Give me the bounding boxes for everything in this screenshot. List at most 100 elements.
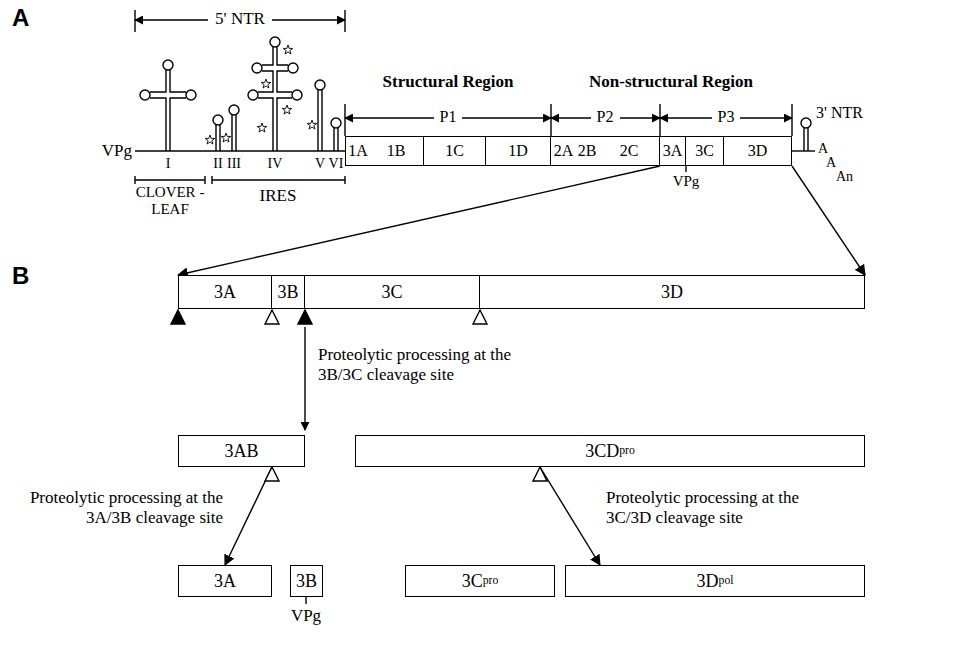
vpg-tick (685, 166, 686, 172)
box-label: 3C (381, 283, 402, 301)
region-arrow (660, 117, 712, 118)
stem-loop (216, 124, 220, 151)
box-label: 2A (554, 143, 574, 159)
poly-a-label: A (826, 155, 836, 171)
star-mark (282, 105, 292, 114)
box-label: 3D (697, 572, 719, 590)
protein-segment: 3B (272, 275, 305, 309)
region-arrow (740, 117, 792, 118)
processing-note: Proteolytic processing at the 3C/3D clea… (606, 488, 846, 527)
poly-a-label: An (836, 169, 853, 185)
rna-loop (288, 63, 298, 73)
poly-a-label: A (818, 141, 828, 157)
protein-segment: 3C (305, 275, 480, 309)
box-label: 1C (445, 143, 464, 159)
panel-letter: A (12, 4, 29, 32)
product-box: 3Dpol (565, 565, 865, 597)
region-arrow (462, 117, 551, 118)
region-label: P1 (440, 108, 457, 126)
star-mark (261, 79, 271, 88)
cleavage-site-open (533, 467, 547, 481)
rna-loop (331, 118, 341, 128)
cleavage-site-open (473, 310, 487, 324)
precursor-box: 3CDpro (355, 435, 865, 467)
domain-numeral: I (166, 156, 171, 172)
stem-loop (334, 127, 338, 151)
region-span-label: 3' NTR (816, 104, 863, 122)
product-box: 3A (178, 565, 272, 597)
rna-loop (163, 60, 173, 70)
cleavage-site-filled (171, 310, 185, 324)
region-arrow (620, 117, 660, 118)
cleavage-site-open (265, 310, 279, 324)
star-mark (307, 120, 317, 129)
span-tick (344, 10, 345, 32)
product-box: 3B (290, 565, 323, 597)
box-label: 1B (387, 143, 406, 159)
span-arrow (272, 19, 345, 20)
genome-segment: 1D (486, 136, 551, 166)
genome-segment: 2B (575, 136, 600, 166)
star-mark (257, 123, 267, 132)
domain-numeral: V (315, 156, 325, 172)
vpg-label: VPg (291, 606, 321, 626)
genome-segment: 3A (660, 136, 686, 166)
rna-loop (252, 63, 262, 73)
genome-segment: 1C (424, 136, 486, 166)
processing-connector (178, 166, 660, 275)
rna-loop (292, 90, 302, 100)
vpg-label: VPg (673, 173, 700, 190)
rna-loop (315, 80, 325, 90)
rna-loop (213, 115, 223, 125)
processing-connector (792, 166, 865, 275)
region-tick (659, 104, 660, 136)
region-heading: Structural Region (383, 72, 514, 92)
genome-segment: 3D (724, 136, 792, 166)
box-label: 3B (296, 572, 317, 590)
processing-connector (540, 467, 600, 565)
stem-loop (258, 47, 292, 151)
processing-note: Proteolytic processing at the 3B/3C clea… (318, 345, 558, 384)
box-label: 3B (277, 283, 298, 301)
rna-loop (140, 90, 150, 100)
cloverleaf-structure (150, 70, 186, 151)
genome-segment: 1B (369, 136, 424, 166)
rna-loop (248, 90, 258, 100)
protein-segment: 3D (480, 275, 865, 309)
star-mark (221, 133, 231, 142)
region-bracket (212, 176, 345, 184)
box-label: 3AB (224, 442, 258, 460)
box-label: 1A (348, 143, 368, 159)
domain-numeral: II (213, 156, 222, 172)
bracket-label: IRES (260, 186, 297, 206)
box-label: 3D (661, 283, 683, 301)
region-tick (344, 104, 345, 136)
protein-segment: 3A (178, 275, 272, 309)
box-label: 2C (620, 143, 639, 159)
box-label: 3A (663, 143, 683, 159)
vpg-tick (305, 597, 306, 604)
domain-numeral: IV (268, 156, 283, 172)
region-tick (791, 104, 792, 136)
panel-letter: B (12, 262, 29, 290)
star-mark (205, 135, 215, 144)
box-label: 3C (462, 572, 483, 590)
box-label: 3C (695, 143, 714, 159)
rna-loop (186, 90, 196, 100)
box-label: 1D (508, 143, 528, 159)
precursor-box: 3AB (178, 435, 305, 467)
box-label: 3D (748, 143, 768, 159)
region-arrow (551, 117, 591, 118)
product-box: 3Cpro (405, 565, 555, 597)
cleavage-site-filled (298, 310, 312, 324)
cleavage-site-open (265, 467, 279, 481)
genome-segment: 2C (599, 136, 660, 166)
rna-loop (801, 118, 811, 128)
vpg-label: VPg (102, 141, 132, 161)
region-label: P2 (597, 108, 614, 126)
processing-note: Proteolytic processing at the 3A/3B clea… (8, 488, 223, 527)
star-mark (283, 45, 293, 54)
rna-loop (229, 105, 239, 115)
